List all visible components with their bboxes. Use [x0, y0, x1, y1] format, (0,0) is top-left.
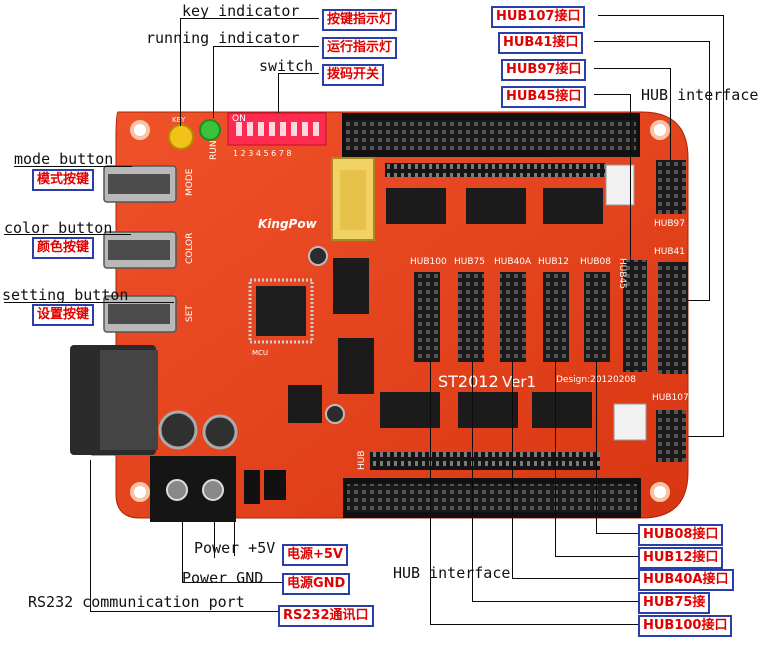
silk-hub08: HUB08: [580, 257, 611, 267]
rs232-port-label: RS232 communication port: [28, 593, 245, 611]
silk-hub97: HUB97: [654, 219, 685, 229]
silk-mode: MODE: [185, 168, 195, 196]
running-indicator-cn: 运行指示灯: [322, 37, 398, 59]
hub107-label: HUB107接口: [491, 6, 586, 28]
silk-hub40a: HUB40A: [494, 257, 532, 267]
silk-hub45: HUB45: [617, 258, 627, 289]
board-model-text: ST2012: [438, 372, 499, 391]
silk-hub41: HUB41: [654, 247, 685, 257]
switch-label: switch: [259, 57, 314, 75]
silk-hub100: HUB100: [410, 257, 447, 267]
dip-switch: [227, 112, 327, 146]
hub08-label: HUB08接口: [638, 524, 724, 546]
setting-button-label: setting button: [2, 286, 129, 304]
silk-color: COLOR: [185, 233, 195, 264]
silk-run: RUN: [209, 140, 219, 160]
silk-hub: HUB: [357, 450, 367, 470]
hub97-label: HUB97接口: [501, 59, 587, 81]
silk-set: SET: [185, 305, 195, 322]
power-5v-label: Power +5V: [194, 539, 276, 557]
silk-key: KEY: [172, 116, 186, 124]
silk-hub75: HUB75: [454, 257, 485, 267]
key-indicator-cn: 按键指示灯: [322, 9, 398, 31]
color-button-cn: 颜色按键: [32, 237, 95, 259]
mode-button-cn: 模式按键: [32, 169, 95, 191]
silk-hub12: HUB12: [538, 257, 569, 267]
power-5v-cn: 电源+5V: [282, 544, 348, 566]
mcu-chip: [256, 286, 306, 336]
running-indicator-label: running indicator: [146, 29, 300, 47]
silk-hub107: HUB107: [652, 393, 689, 403]
rs232-port-cn: RS232通讯口: [278, 605, 374, 627]
power-gnd-cn: 电源GND: [282, 573, 351, 595]
hub100-label: HUB100接口: [638, 615, 733, 637]
hub-interface-right-label: HUB interface: [641, 86, 759, 104]
hub41-label: HUB41接口: [498, 32, 584, 54]
mounting-holes: [130, 120, 670, 502]
ic-chips: [288, 188, 603, 428]
board-version-text: Ver1: [502, 373, 536, 391]
mode-button-label: mode button: [14, 150, 114, 168]
silk-on: ON: [232, 114, 246, 124]
silk-mcu: MCU: [252, 349, 268, 357]
hub-vertical-headers: [414, 160, 688, 462]
silk-dip-numbers: 1 2 3 4 5 6 7 8: [233, 149, 292, 158]
switch-cn: 拨码开关: [322, 64, 385, 86]
board-brand-text: KingPow: [258, 217, 318, 231]
hub40a-label: HUB40A接口: [638, 569, 734, 591]
key-indicator-label: key indicator: [182, 2, 300, 20]
key-led: [168, 124, 194, 150]
hub12-label: HUB12接口: [638, 547, 724, 569]
hub-interface-bottom-label: HUB interface: [393, 564, 511, 582]
hub75-label: HUB75接: [638, 592, 711, 614]
hub45-label: HUB45接口: [501, 86, 587, 108]
setting-button-cn: 设置按键: [32, 304, 95, 326]
capacitors: [158, 246, 345, 450]
color-button-label: color button: [4, 219, 113, 237]
power-gnd-label: Power GND: [182, 569, 264, 587]
run-led: [199, 119, 221, 141]
